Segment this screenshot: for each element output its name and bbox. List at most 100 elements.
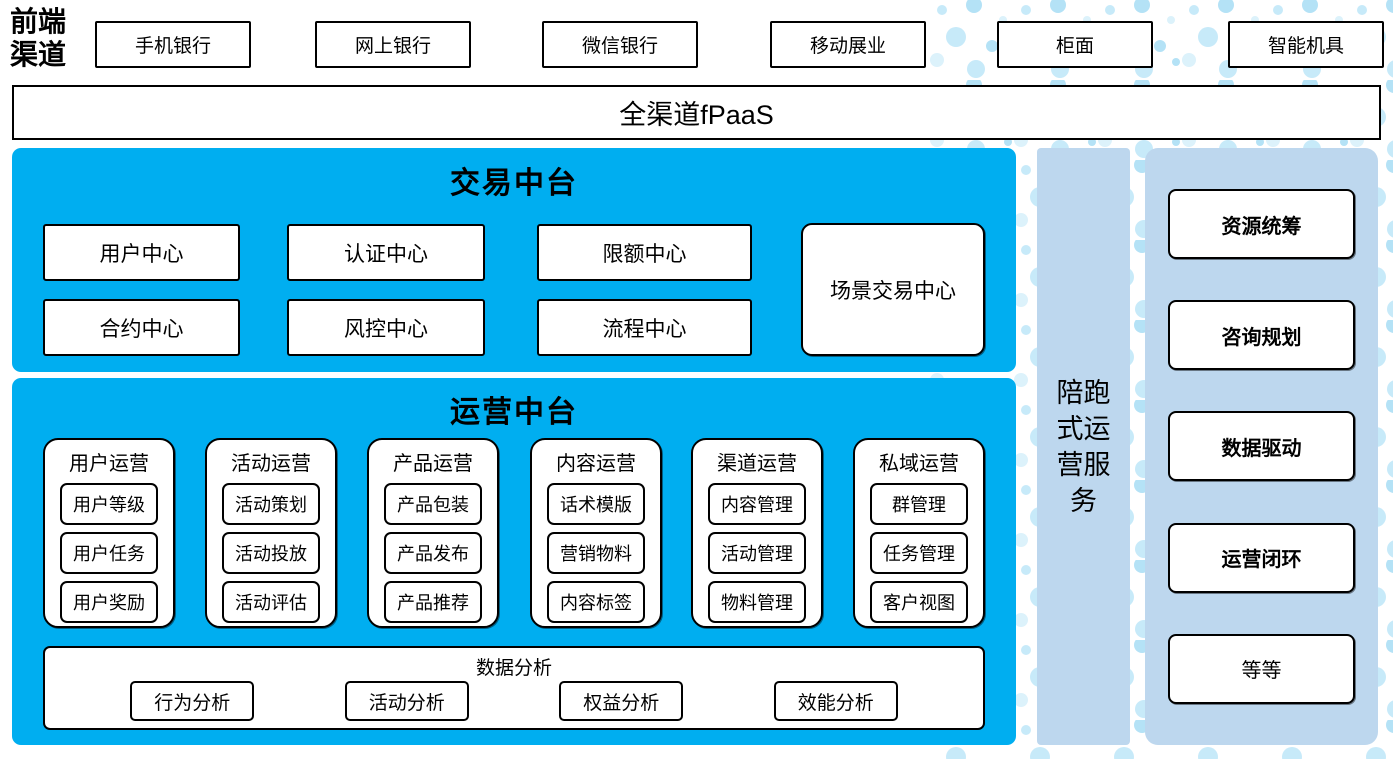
op-item: 客户视图 <box>870 581 968 623</box>
service-box-consulting: 咨询规划 <box>1168 300 1355 371</box>
trade-center-label: 流程中心 <box>602 317 687 341</box>
op-item: 产品推荐 <box>384 581 482 623</box>
op-item-label: 话术模版 <box>560 495 632 515</box>
analysis-item-label: 权益分析 <box>583 692 660 714</box>
op-item: 产品发布 <box>384 532 482 574</box>
op-item: 活动策划 <box>222 483 320 525</box>
op-item: 营销物料 <box>547 532 645 574</box>
service-box-data-driven: 数据驱动 <box>1168 411 1355 482</box>
service-box-label: 运营闭环 <box>1221 549 1302 572</box>
data-analysis-strip: 数据分析 行为分析 活动分析 权益分析 效能分析 <box>43 646 985 730</box>
op-item: 用户奖励 <box>60 581 158 623</box>
trade-center-scene: 场景交易中心 <box>801 223 985 356</box>
op-item: 内容标签 <box>547 581 645 623</box>
op-column-private-domain: 私域运营 群管理 任务管理 客户视图 <box>853 438 985 628</box>
op-item-label: 物料管理 <box>721 593 793 613</box>
op-item-label: 活动评估 <box>235 593 307 613</box>
analysis-item-rights: 权益分析 <box>559 681 684 721</box>
op-column-header: 渠道运营 <box>717 453 797 475</box>
op-item-label: 产品推荐 <box>397 593 469 613</box>
channel-label: 微信银行 <box>581 36 658 57</box>
op-item: 活动评估 <box>222 581 320 623</box>
op-item-label: 产品包装 <box>397 495 469 515</box>
side-service-label: 陪跑式运营服务 <box>1056 377 1111 516</box>
side-service-bar: 陪跑式运营服务 <box>1037 148 1130 745</box>
analysis-item-efficiency: 效能分析 <box>773 681 898 721</box>
channel-label: 网上银行 <box>354 36 431 57</box>
fpaas-label: 全渠道fPaaS <box>619 100 774 130</box>
op-item-label: 内容管理 <box>721 495 793 515</box>
channel-label: 手机银行 <box>134 36 211 57</box>
channel-box-mobile-sales: 移动展业 <box>770 21 926 68</box>
trade-center-label: 场景交易中心 <box>830 279 956 303</box>
op-item: 群管理 <box>870 483 968 525</box>
data-analysis-header: 数据分析 <box>475 658 552 679</box>
op-item-label: 内容标签 <box>560 593 632 613</box>
fpaas-bar: 全渠道fPaaS <box>12 85 1381 140</box>
op-column-header: 私域运营 <box>879 453 959 475</box>
op-item-label: 营销物料 <box>560 544 632 564</box>
service-box-label: 数据驱动 <box>1221 437 1302 460</box>
op-item-label: 活动投放 <box>235 544 307 564</box>
analysis-item-label: 活动分析 <box>368 692 445 714</box>
op-item: 用户任务 <box>60 532 158 574</box>
op-item-label: 用户奖励 <box>73 593 145 613</box>
trade-center-label: 风控中心 <box>344 317 428 341</box>
analysis-item-label: 行为分析 <box>154 692 231 714</box>
trade-center-label: 用户中心 <box>99 242 184 266</box>
op-column-channel: 渠道运营 内容管理 活动管理 物料管理 <box>691 438 823 628</box>
service-box-operation-loop: 运营闭环 <box>1168 522 1355 593</box>
data-analysis-items: 行为分析 活动分析 权益分析 效能分析 <box>45 680 983 728</box>
analysis-item-activity: 活动分析 <box>344 681 469 721</box>
op-item-label: 客户视图 <box>883 593 955 613</box>
channel-box-online-banking: 网上银行 <box>315 21 471 68</box>
operation-platform-block: 运营中台 用户运营 用户等级 用户任务 用户奖励 活动运营 活动策划 活动投放 … <box>12 378 1016 745</box>
channel-box-wechat-banking: 微信银行 <box>542 21 698 68</box>
op-item: 物料管理 <box>708 581 806 623</box>
front-channels-label: 前端渠道 <box>10 7 67 71</box>
trade-center-risk: 风控中心 <box>287 299 485 356</box>
channel-label: 智能机具 <box>1267 36 1344 57</box>
analysis-item-behavior: 行为分析 <box>130 681 255 721</box>
op-item-label: 群管理 <box>892 495 946 515</box>
op-column-header: 用户运营 <box>69 453 149 475</box>
channel-box-counter: 柜面 <box>997 21 1153 68</box>
op-item-label: 用户任务 <box>73 544 145 564</box>
op-item: 任务管理 <box>870 532 968 574</box>
trade-center-contract: 合约中心 <box>43 299 240 356</box>
op-item-label: 任务管理 <box>883 544 955 564</box>
trade-center-auth: 认证中心 <box>287 224 485 281</box>
service-box-resource-planning: 资源统筹 <box>1168 189 1355 260</box>
trade-platform-title: 交易中台 <box>450 167 578 200</box>
op-item-label: 活动策划 <box>235 495 307 515</box>
op-column-content: 内容运营 话术模版 营销物料 内容标签 <box>530 438 662 628</box>
trade-center-label: 认证中心 <box>344 242 428 266</box>
channel-label: 柜面 <box>1055 36 1094 57</box>
trade-center-limit: 限额中心 <box>537 224 752 281</box>
op-item-label: 用户等级 <box>73 495 145 515</box>
channel-box-smart-devices: 智能机具 <box>1228 21 1384 68</box>
trade-platform-block: 交易中台 用户中心 认证中心 限额中心 合约中心 风控中心 流程中心 场景交易中… <box>12 148 1016 372</box>
op-column-product: 产品运营 产品包装 产品发布 产品推荐 <box>367 438 499 628</box>
service-box-label: 等等 <box>1241 660 1282 683</box>
op-column-header: 活动运营 <box>231 453 311 475</box>
right-services-panel: 资源统筹 咨询规划 数据驱动 运营闭环 等等 <box>1145 148 1378 745</box>
op-item-label: 活动管理 <box>721 544 793 564</box>
trade-center-process: 流程中心 <box>537 299 752 356</box>
op-column-header: 产品运营 <box>393 453 473 475</box>
analysis-item-label: 效能分析 <box>797 692 874 714</box>
op-item-label: 产品发布 <box>397 544 469 564</box>
op-item: 话术模版 <box>547 483 645 525</box>
op-item: 用户等级 <box>60 483 158 525</box>
op-item: 活动管理 <box>708 532 806 574</box>
service-box-label: 资源统筹 <box>1221 215 1302 238</box>
operation-platform-title: 运营中台 <box>450 396 578 429</box>
op-column-user: 用户运营 用户等级 用户任务 用户奖励 <box>43 438 175 628</box>
op-column-activity: 活动运营 活动策划 活动投放 活动评估 <box>205 438 337 628</box>
service-box-etc: 等等 <box>1168 633 1355 704</box>
op-item: 产品包装 <box>384 483 482 525</box>
op-column-header: 内容运营 <box>556 453 636 475</box>
trade-center-label: 限额中心 <box>602 242 687 266</box>
op-item: 内容管理 <box>708 483 806 525</box>
